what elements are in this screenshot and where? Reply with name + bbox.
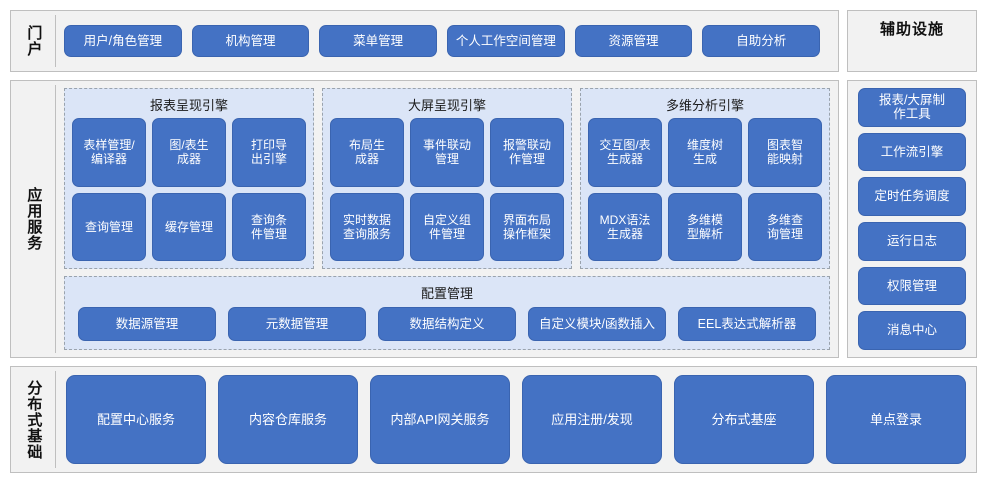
- screen-item-layout-generator[interactable]: 布局生 成器: [330, 118, 404, 187]
- olap-item-multidimensional-model-parsing[interactable]: 多维模 型解析: [668, 192, 742, 261]
- auxiliary-item-list: 报表/大屏制 作工具 工作流引擎 定时任务调度 运行日志 权限管理 消息中心: [847, 80, 977, 358]
- portal-item-list: 用户/角色管理 机构管理 菜单管理 个人工作空间管理 资源管理 自助分析: [56, 11, 828, 71]
- multidimensional-analysis-engine-items: 交互图/表 生成器 维度树 生成 图表智 能映射 MDX语法 生成器 多维模 型…: [588, 118, 822, 261]
- large-screen-rendering-engine-items: 布局生 成器 事件联动 管理 报警联动 作管理 实时数据 查询服务 自定义组 件…: [330, 118, 564, 261]
- config-item-data-structure-definition[interactable]: 数据结构定义: [378, 307, 516, 341]
- aux-item-message-center[interactable]: 消息中心: [858, 311, 966, 351]
- config-item-eel-expression-parser[interactable]: EEL表达式解析器: [678, 307, 816, 341]
- multidimensional-analysis-engine-title: 多维分析引擎: [665, 98, 744, 113]
- report-item-chart-table-generator[interactable]: 图/表生 成器: [152, 118, 226, 187]
- portal-section: 门户 用户/角色管理 机构管理 菜单管理 个人工作空间管理 资源管理 自助分析: [10, 10, 839, 72]
- distributed-infrastructure-title: 分布式基础: [25, 379, 43, 460]
- application-service-divider: [55, 85, 56, 353]
- aux-item-report-screen-authoring-tool[interactable]: 报表/大屏制 作工具: [858, 88, 966, 127]
- portal-item-self-service-analysis[interactable]: 自助分析: [702, 25, 821, 57]
- olap-item-chart-smart-mapping[interactable]: 图表智 能映射: [748, 118, 822, 187]
- olap-item-dimension-tree-generation[interactable]: 维度树 生成: [668, 118, 742, 187]
- application-service-body: 报表呈现引擎 表样管理/ 编译器 图/表生 成器 打印导 出引擎 查询管理 缓存…: [56, 81, 838, 357]
- portal-divider: [55, 15, 56, 67]
- top-row: 门户 用户/角色管理 机构管理 菜单管理 个人工作空间管理 资源管理 自助分析 …: [10, 10, 977, 72]
- configuration-management-panel: 配置管理 数据源管理 元数据管理 数据结构定义 自定义模块/函数插入 EEL表达…: [64, 276, 830, 350]
- olap-item-mdx-syntax-generator[interactable]: MDX语法 生成器: [588, 192, 662, 261]
- report-rendering-engine-title: 报表呈现引擎: [149, 98, 228, 113]
- infra-item-config-center-service[interactable]: 配置中心服务: [66, 375, 206, 464]
- portal-item-user-role-management[interactable]: 用户/角色管理: [64, 25, 182, 57]
- configuration-management-title: 配置管理: [420, 286, 473, 301]
- infra-item-application-registry-discovery[interactable]: 应用注册/发现: [522, 375, 662, 464]
- screen-item-event-linkage-management[interactable]: 事件联动 管理: [410, 118, 484, 187]
- config-item-metadata-management[interactable]: 元数据管理: [228, 307, 366, 341]
- configuration-management-items: 数据源管理 元数据管理 数据结构定义 自定义模块/函数插入 EEL表达式解析器: [72, 306, 822, 342]
- report-rendering-engine-items: 表样管理/ 编译器 图/表生 成器 打印导 出引擎 查询管理 缓存管理 查询条 …: [72, 118, 306, 261]
- screen-item-alarm-linkage-action[interactable]: 报警联动 作管理: [490, 118, 564, 187]
- infra-item-internal-api-gateway-service[interactable]: 内部API网关服务: [370, 375, 510, 464]
- config-item-custom-module-function-insert[interactable]: 自定义模块/函数插入: [528, 307, 666, 341]
- portal-section-title: 门户: [25, 25, 43, 57]
- report-rendering-engine-panel: 报表呈现引擎 表样管理/ 编译器 图/表生 成器 打印导 出引擎 查询管理 缓存…: [64, 88, 314, 269]
- large-screen-rendering-engine-panel: 大屏呈现引擎 布局生 成器 事件联动 管理 报警联动 作管理 实时数据 查询服务…: [322, 88, 572, 269]
- olap-item-multidimensional-query-management[interactable]: 多维查 询管理: [748, 192, 822, 261]
- report-item-query-condition-management[interactable]: 查询条 件管理: [232, 192, 306, 261]
- multidimensional-analysis-engine-panel: 多维分析引擎 交互图/表 生成器 维度树 生成 图表智 能映射 MDX语法 生成…: [580, 88, 830, 269]
- screen-item-custom-component-management[interactable]: 自定义组 件管理: [410, 192, 484, 261]
- report-item-query-management[interactable]: 查询管理: [72, 192, 146, 261]
- distributed-infrastructure-item-list: 配置中心服务 内容仓库服务 内部API网关服务 应用注册/发现 分布式基座 单点…: [56, 367, 976, 472]
- screen-item-ui-layout-framework[interactable]: 界面布局 操作框架: [490, 192, 564, 261]
- infra-item-single-sign-on[interactable]: 单点登录: [826, 375, 966, 464]
- distributed-infrastructure-section: 分布式基础 配置中心服务 内容仓库服务 内部API网关服务 应用注册/发现 分布…: [10, 366, 977, 473]
- infra-item-distributed-base[interactable]: 分布式基座: [674, 375, 814, 464]
- application-service-title: 应用服务: [25, 187, 43, 251]
- portal-item-menu-management[interactable]: 菜单管理: [319, 25, 438, 57]
- report-item-cache-management[interactable]: 缓存管理: [152, 192, 226, 261]
- report-item-template-management-compiler[interactable]: 表样管理/ 编译器: [72, 118, 146, 187]
- portal-item-personal-workspace[interactable]: 个人工作空间管理: [447, 25, 565, 57]
- report-item-print-export-engine[interactable]: 打印导 出引擎: [232, 118, 306, 187]
- large-screen-rendering-engine-title: 大屏呈现引擎: [407, 98, 486, 113]
- config-item-data-source-management[interactable]: 数据源管理: [78, 307, 216, 341]
- portal-item-organization-management[interactable]: 机构管理: [191, 25, 310, 57]
- auxiliary-section-header: 辅助设施: [847, 10, 977, 72]
- application-service-section: 应用服务 报表呈现引擎 表样管理/ 编译器 图/表生 成器 打印导 出引擎 查询…: [10, 80, 839, 358]
- aux-item-runtime-log[interactable]: 运行日志: [858, 222, 966, 261]
- distributed-infrastructure-divider: [55, 371, 56, 468]
- aux-item-workflow-engine[interactable]: 工作流引擎: [858, 132, 966, 172]
- portal-item-resource-management[interactable]: 资源管理: [574, 25, 693, 57]
- auxiliary-section-title: 辅助设施: [879, 21, 944, 38]
- middle-row: 应用服务 报表呈现引擎 表样管理/ 编译器 图/表生 成器 打印导 出引擎 查询…: [10, 80, 977, 358]
- engines-row: 报表呈现引擎 表样管理/ 编译器 图/表生 成器 打印导 出引擎 查询管理 缓存…: [64, 88, 830, 269]
- infra-item-content-repository-service[interactable]: 内容仓库服务: [218, 375, 358, 464]
- aux-item-scheduled-task-scheduling[interactable]: 定时任务调度: [858, 177, 966, 217]
- aux-item-permission-management[interactable]: 权限管理: [858, 266, 966, 306]
- screen-item-realtime-data-query-service[interactable]: 实时数据 查询服务: [330, 192, 404, 261]
- olap-item-interactive-chart-table-generator[interactable]: 交互图/表 生成器: [588, 118, 662, 187]
